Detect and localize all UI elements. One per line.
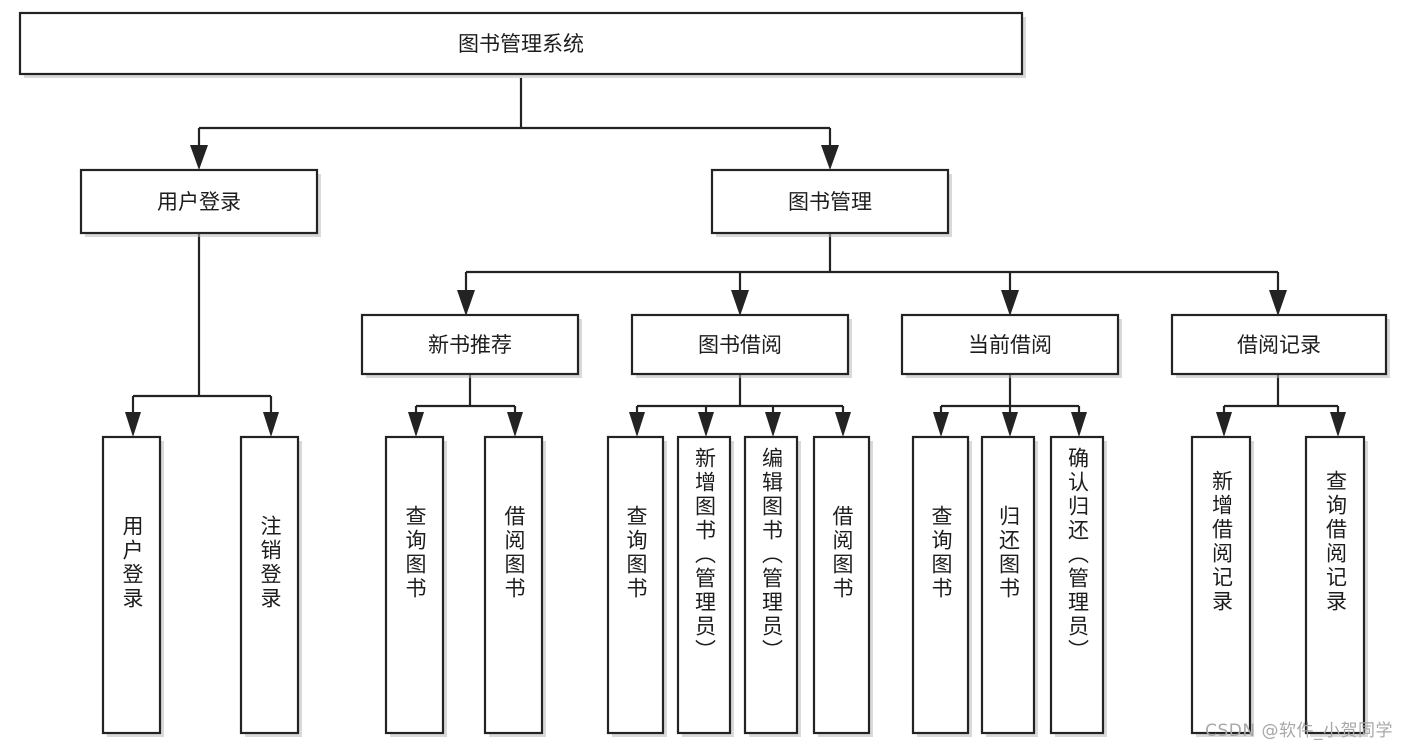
arrow-head-borrow-record [1269, 290, 1287, 316]
arrow-head-leaf-query-book-a [408, 412, 424, 437]
arrow-head-leaf-query-book-b [629, 412, 645, 437]
arrow-head-new-book-rec [457, 290, 475, 316]
arrow-head-book-borrow [731, 290, 749, 316]
node-box-book-mgmt[interactable] [710, 168, 950, 235]
arrow-head-leaf-query-book-c [933, 412, 949, 437]
node-box-leaf-return-book[interactable] [980, 435, 1036, 735]
arrow-head-leaf-add-book [698, 412, 714, 437]
arrow-head-user-login [190, 145, 208, 170]
node-label-book-mgmt: 图书管理 [788, 190, 872, 214]
arrow-head-leaf-return-book [1002, 412, 1018, 437]
node-box-leaf-query-book-b[interactable] [606, 435, 665, 735]
arrow-head-leaf-borrow-book-a [507, 412, 523, 437]
arrow-head-leaf-add-record [1216, 412, 1232, 437]
arrow-head-leaf-query-record [1330, 412, 1346, 437]
arrow-head-leaf-logout [263, 412, 279, 437]
arrow-head-leaf-confirm-return [1071, 412, 1087, 437]
connector-layer [125, 78, 1346, 437]
node-box-leaf-edit-book[interactable] [743, 435, 799, 735]
node-box-leaf-query-record[interactable] [1304, 435, 1366, 735]
node-layer: 图书管理系统 用户登录 图书管理 新书推荐 图书借阅 当前借阅 借阅记录 [18, 11, 1390, 737]
node-box-leaf-query-book-a[interactable] [384, 435, 445, 735]
watermark-text: CSDN @软件_小贺同学 [1205, 721, 1393, 741]
node-box-book-borrow[interactable] [630, 313, 850, 376]
arrow-head-leaf-user-login [125, 412, 141, 437]
node-label-user-login: 用户登录 [157, 190, 241, 214]
node-label-new-book-rec: 新书推荐 [428, 333, 512, 357]
node-box-leaf-add-book[interactable] [676, 435, 732, 735]
node-box-leaf-add-record[interactable] [1190, 435, 1252, 735]
node-box-leaf-user-login[interactable] [101, 435, 162, 735]
arrow-head-current-borrow [1001, 290, 1019, 316]
arrow-head-leaf-borrow-book-b [835, 412, 851, 437]
node-box-leaf-borrow-book-a[interactable] [483, 435, 544, 735]
node-box-leaf-query-book-c[interactable] [911, 435, 970, 735]
node-box-root[interactable] [18, 11, 1024, 76]
node-label-root: 图书管理系统 [458, 32, 584, 56]
node-label-borrow-record: 借阅记录 [1237, 333, 1321, 357]
node-box-current-borrow[interactable] [900, 313, 1120, 376]
arrow-head-leaf-edit-book [765, 412, 781, 437]
node-box-leaf-borrow-book-b[interactable] [812, 435, 871, 735]
node-label-current-borrow: 当前借阅 [968, 333, 1052, 357]
node-box-user-login[interactable] [79, 168, 319, 235]
arrow-head-book-mgmt [821, 145, 839, 170]
node-label-book-borrow: 图书借阅 [698, 333, 782, 357]
node-box-borrow-record[interactable] [1170, 313, 1388, 376]
node-box-new-book-rec[interactable] [360, 313, 580, 376]
node-box-leaf-logout[interactable] [239, 435, 300, 735]
node-box-leaf-confirm-return[interactable] [1049, 435, 1105, 735]
